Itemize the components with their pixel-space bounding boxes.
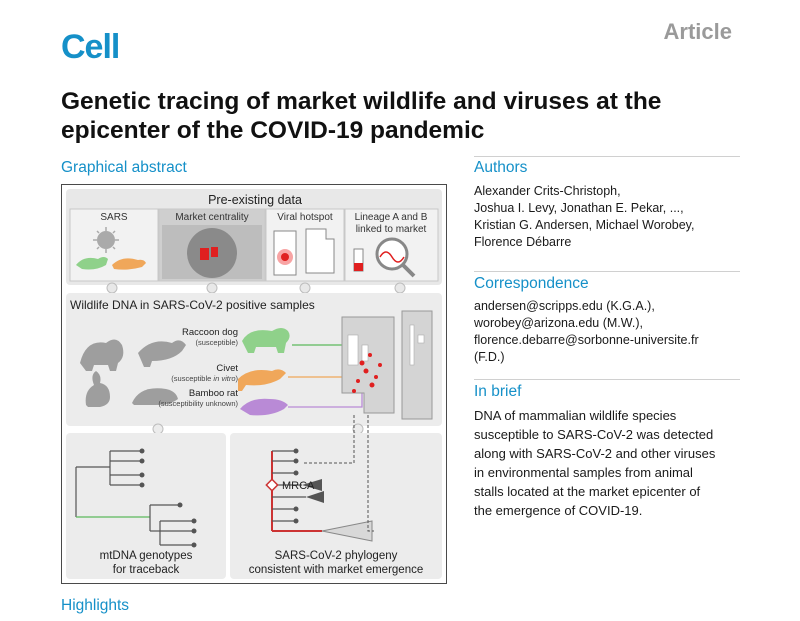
raccoon-dog-small-icon [76,257,108,270]
graphical-abstract-figure: Pre-existing data SARS Market centrality… [61,184,447,584]
correspondence-list: andersen@scripps.edu (K.G.A.), worobey@a… [474,298,699,366]
journal-logo: Cell [61,28,120,66]
mtdna-tree-icon [75,450,192,546]
sars-label: SARS [100,212,128,223]
civet-note-part-1: (susceptible [171,374,213,383]
wildlife-heading: Wildlife DNA in SARS-CoV-2 positive samp… [70,298,315,312]
virus-icon [93,227,119,253]
raccoon-dog-icon [242,328,290,353]
mrca-diamond-icon [265,478,279,492]
highlights-heading: Highlights [61,597,130,614]
title-line-1: Genetic tracing of market wildlife and v… [61,88,662,115]
raccoon-note: (susceptible) [195,338,238,347]
title-line-2: epicenter of the COVID-19 pandemic [61,117,485,144]
graphical-abstract-heading: Graphical abstract [61,159,187,176]
in-brief-line: DNA of mammalian wildlife species [474,408,677,423]
in-brief-heading: In brief [474,383,522,400]
bamboo-note: (susceptibility unknown) [158,399,238,408]
in-brief-line: susceptible to SARS-CoV-2 was detected [474,427,714,442]
lineage-label-1: Lineage A and B [355,212,428,223]
email-link[interactable]: florence.debarre@sorbonne-universite.fr [474,333,699,347]
correspondence-heading: Correspondence [474,275,589,292]
article-type-label: Article [663,19,732,44]
in-brief-line: the emergence of COVID-19. [474,503,643,518]
author-line: Kristian G. Andersen, Michael Worobey, [474,218,695,232]
in-brief-line: along with SARS-CoV-2 and other viruses [474,446,716,461]
in-brief-line: in environmental samples from animal [474,465,693,480]
magnifier-icon [353,237,416,278]
bamboo-rat-icon [240,398,288,416]
author-line: Alexander Crits-Christoph, [474,184,621,198]
phylogeny-label-1: SARS-CoV-2 phylogeny [275,550,398,562]
centrality-label: Market centrality [175,212,248,223]
authors-heading: Authors [474,159,528,176]
graphical-abstract-drawing: Pre-existing data SARS Market centrality… [66,189,442,579]
lineage-label-2: linked to market [356,224,427,235]
hotspot-label: Viral hotspot [277,212,333,223]
article-title: Genetic tracing of market wildlife and v… [61,87,761,145]
correspondence-initials: (F.D.) [474,350,505,364]
raccoon-label: Raccoon dog [182,327,238,338]
mammal-silhouettes-icon [80,339,186,407]
mtdna-tree-tips [139,448,197,548]
civet-small-icon [112,258,146,270]
in-brief-divider [474,379,740,380]
civet-note-part-3: ) [236,374,239,383]
mrca-label: MRCA [282,480,315,492]
market-map-icon [162,225,262,279]
dashed-arrows [302,415,374,532]
phylogeny-label-2: consistent with market emergence [249,564,424,576]
market-floorplan-icon [341,310,433,420]
civet-note: (susceptible in vitro) [171,374,238,383]
civet-label: Civet [216,363,238,374]
mtdna-panel [66,433,226,579]
author-line: Florence Débarre [474,235,572,249]
preexisting-label: Pre-existing data [208,193,302,207]
bamboo-label: Bamboo rat [189,388,238,399]
authors-divider [474,156,740,157]
puzzle-connectors-top [106,282,406,294]
phylogeny-tips [293,448,324,524]
authors-list: Alexander Crits-Christoph, Joshua I. Lev… [474,183,694,251]
in-brief-line: stalls located at the market epicenter o… [474,484,701,499]
email-link[interactable]: worobey@arizona.edu (M.W.), [474,316,644,330]
author-line: Joshua I. Levy, Jonathan E. Pekar, ..., [474,201,684,215]
civet-note-part-2: in vitro [213,374,235,383]
civet-icon [238,369,286,391]
mtdna-label-1: mtDNA genotypes [100,550,193,562]
correspondence-divider [474,271,740,272]
email-link[interactable]: andersen@scripps.edu (K.G.A.), [474,299,655,313]
in-brief-text: DNA of mammalian wildlife species suscep… [474,406,715,520]
phylogeny-panel [230,433,442,579]
mtdna-label-2: for traceback [113,564,180,576]
viral-hotspot-icon [273,228,335,276]
